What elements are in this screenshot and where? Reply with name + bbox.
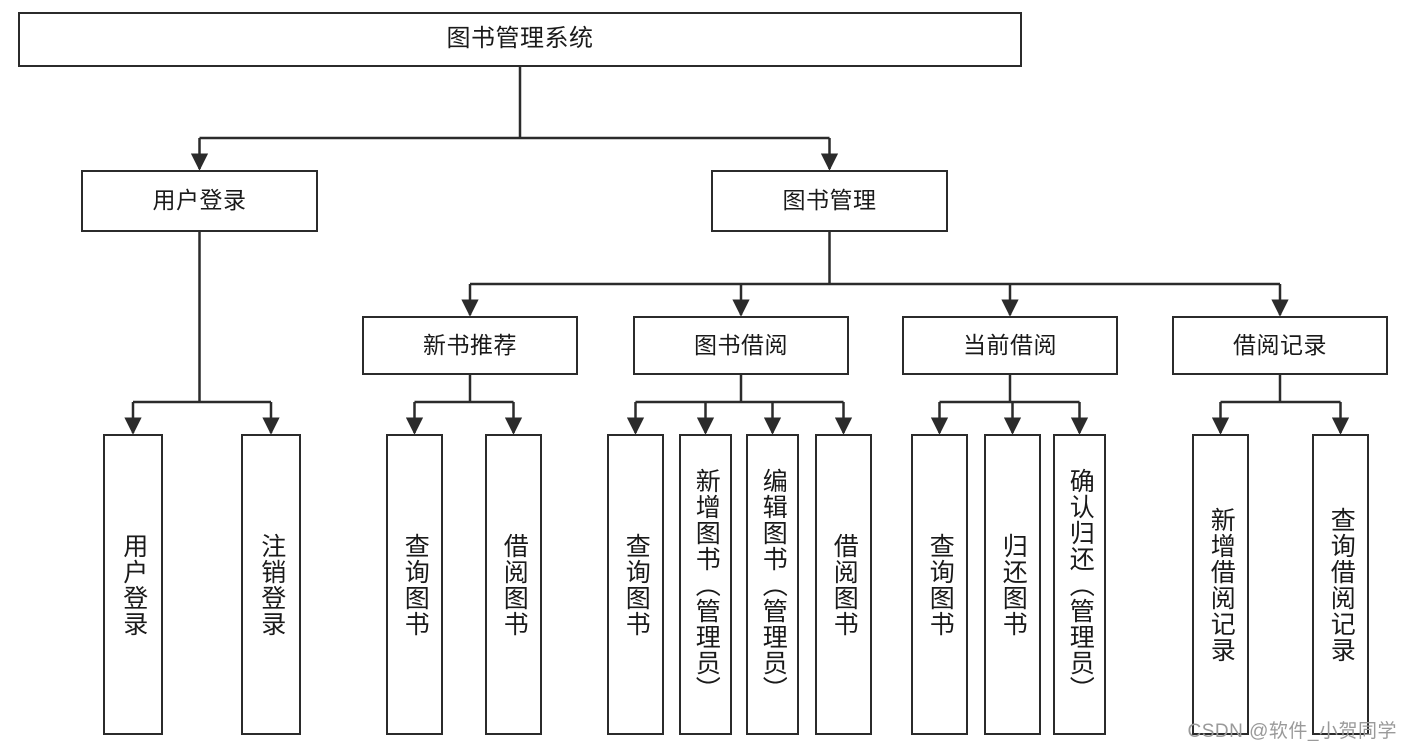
node-borrow-record[interactable]: 借阅记录	[1172, 316, 1388, 375]
node-book-manage[interactable]: 图书管理	[711, 170, 948, 232]
node-label: 新增借阅记录	[1207, 506, 1236, 663]
node-user-login[interactable]: 用户登录	[81, 170, 318, 232]
node-leaf-borrow-book[interactable]: 借阅图书	[815, 434, 872, 735]
node-leaf-query-book-borrow[interactable]: 查询图书	[607, 434, 664, 735]
node-root[interactable]: 图书管理系统	[18, 12, 1022, 67]
node-label: 查询图书	[622, 532, 651, 637]
watermark-label: CSDN @软件_小贺同学	[1187, 721, 1397, 742]
node-leaf-borrow-book-rec[interactable]: 借阅图书	[485, 434, 542, 735]
node-book-borrow[interactable]: 图书借阅	[633, 316, 849, 375]
node-label: 查询图书	[926, 532, 955, 637]
node-label-wrap: 查询图书	[609, 436, 662, 733]
node-label-wrap: 归还图书	[986, 436, 1039, 733]
node-label: 新书推荐	[423, 331, 517, 358]
node-label-wrap: 查询借阅记录	[1314, 436, 1367, 733]
node-label-wrap: 查询图书	[913, 436, 966, 733]
node-label: 借阅记录	[1233, 331, 1327, 358]
node-label: 当前借阅	[963, 331, 1057, 358]
node-label: 借阅图书	[830, 532, 859, 637]
node-label: 归还图书	[999, 532, 1028, 637]
node-label-wrap: 注销登录	[243, 436, 299, 733]
node-label-wrap: 新增图书（管理员）	[681, 436, 730, 733]
node-label: 确认归还（管理员）	[1066, 467, 1095, 702]
node-label: 用户登录	[119, 532, 148, 637]
node-current-borrow[interactable]: 当前借阅	[902, 316, 1118, 375]
node-leaf-edit-book[interactable]: 编辑图书（管理员）	[746, 434, 799, 735]
node-leaf-return-book[interactable]: 归还图书	[984, 434, 1041, 735]
node-label-wrap: 编辑图书（管理员）	[748, 436, 797, 733]
node-leaf-add-record[interactable]: 新增借阅记录	[1192, 434, 1249, 735]
node-label-wrap: 确认归还（管理员）	[1055, 436, 1104, 733]
node-new-book-rec[interactable]: 新书推荐	[362, 316, 578, 375]
node-label: 图书管理系统	[446, 25, 594, 53]
node-label: 注销登录	[257, 532, 286, 637]
node-label-wrap: 用户登录	[105, 436, 161, 733]
node-label-wrap: 新增借阅记录	[1194, 436, 1247, 733]
node-label: 图书借阅	[694, 331, 788, 358]
node-label: 查询图书	[401, 532, 430, 637]
node-label: 图书管理	[782, 187, 877, 214]
node-label-wrap: 查询图书	[388, 436, 441, 733]
node-label: 用户登录	[152, 187, 247, 214]
node-label: 编辑图书（管理员）	[759, 467, 788, 702]
node-leaf-add-book[interactable]: 新增图书（管理员）	[679, 434, 732, 735]
node-label: 新增图书（管理员）	[692, 467, 721, 702]
node-label-wrap: 借阅图书	[817, 436, 870, 733]
node-leaf-query-record[interactable]: 查询借阅记录	[1312, 434, 1369, 735]
node-leaf-query-book-cur[interactable]: 查询图书	[911, 434, 968, 735]
node-label: 借阅图书	[500, 532, 529, 637]
node-label: 查询借阅记录	[1327, 506, 1356, 663]
node-leaf-query-book-rec[interactable]: 查询图书	[386, 434, 443, 735]
node-leaf-user-login[interactable]: 用户登录	[103, 434, 163, 735]
node-leaf-logout[interactable]: 注销登录	[241, 434, 301, 735]
node-label-wrap: 借阅图书	[487, 436, 540, 733]
node-leaf-confirm-return[interactable]: 确认归还（管理员）	[1053, 434, 1106, 735]
